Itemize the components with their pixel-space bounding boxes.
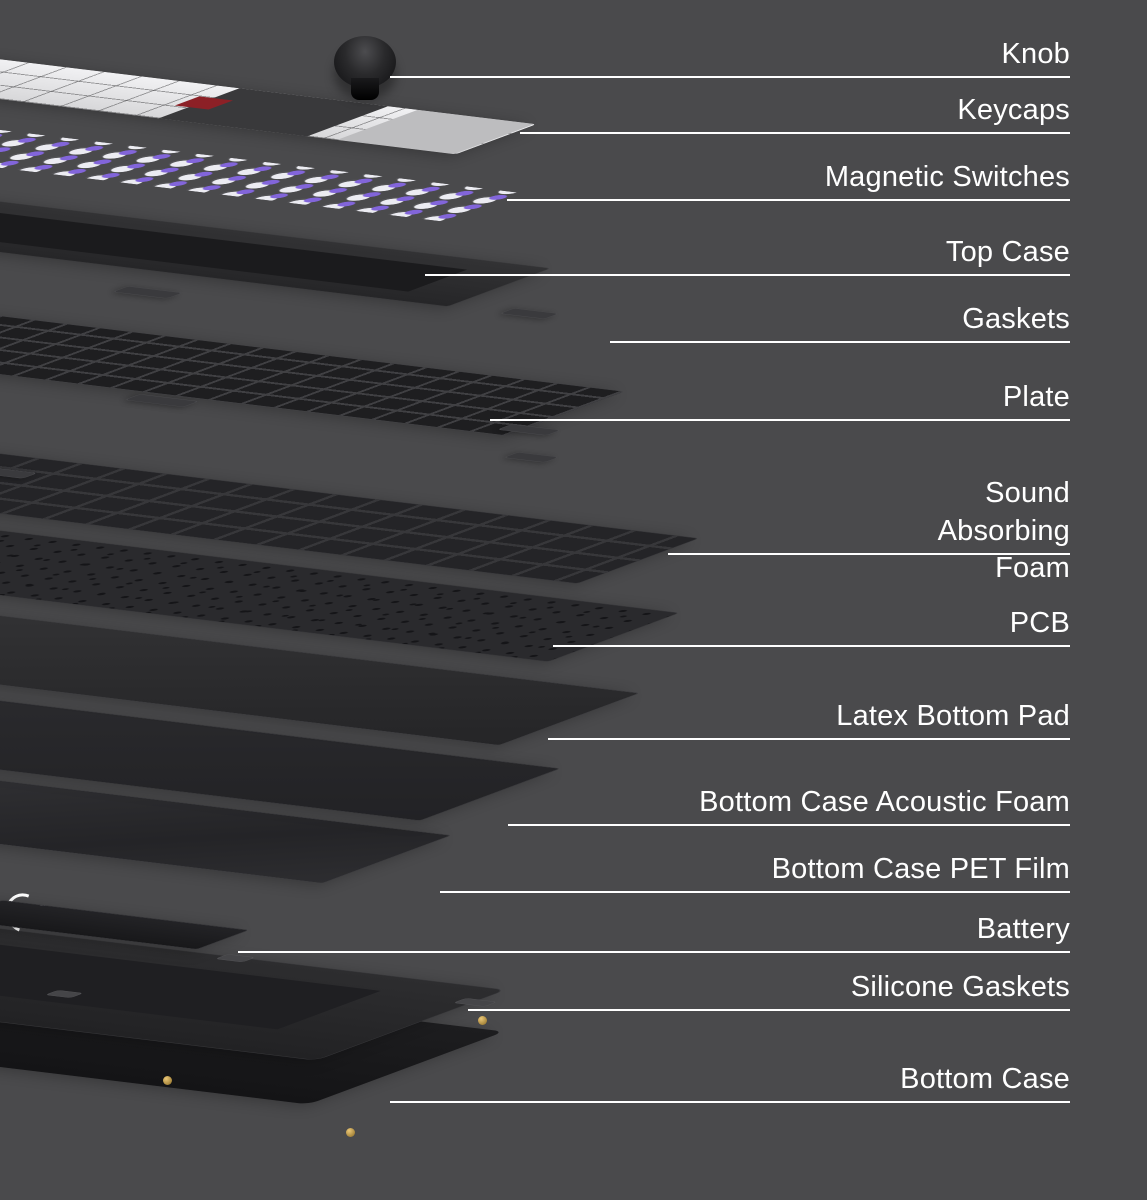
leader-line-battery <box>238 951 1070 954</box>
gasket-piece <box>502 452 560 463</box>
layer-label-magnetic-switches: Magnetic Switches <box>824 161 1070 193</box>
gasket-piece <box>112 286 184 299</box>
screw-icon <box>346 1128 355 1137</box>
layer-label-knob: Knob <box>1001 38 1070 70</box>
gasket-piece <box>498 308 560 320</box>
layer-label-top-case: Top Case <box>945 236 1070 268</box>
leader-line-magnetic-switches <box>507 199 1070 202</box>
layer-label-plate: Plate <box>1002 381 1070 413</box>
layer-label-gaskets: Gaskets <box>962 303 1070 335</box>
leader-line-sound-absorbing-foam <box>668 553 1070 556</box>
layer-label-pcb: PCB <box>1009 607 1070 639</box>
layer-label-silicone-gaskets: Silicone Gaskets <box>850 971 1070 1003</box>
plate-layer-graphic <box>0 312 626 436</box>
leader-line-bottom-case <box>390 1101 1070 1104</box>
leader-line-keycaps <box>520 132 1070 135</box>
layer-label-bottom-case-acoustic-foam: Bottom Case Acoustic Foam <box>699 786 1070 818</box>
layer-label-bottom-case-pet-film: Bottom Case PET Film <box>771 853 1070 885</box>
leader-line-bottom-case-pet-film <box>440 891 1070 894</box>
top-case-layer-graphic <box>0 196 551 307</box>
leader-line-silicone-gaskets <box>468 1009 1070 1012</box>
layer-label-keycaps: Keycaps <box>957 94 1070 126</box>
layer-label-bottom-case: Bottom Case <box>900 1063 1070 1095</box>
leader-line-gaskets <box>610 341 1070 344</box>
screw-icon <box>163 1076 172 1085</box>
knob-graphic <box>334 36 396 100</box>
layer-label-battery: Battery <box>976 913 1070 945</box>
leader-line-knob <box>390 76 1070 79</box>
leader-line-plate <box>490 419 1070 422</box>
leader-line-latex-bottom-pad <box>548 738 1070 741</box>
layer-label-latex-bottom-pad: Latex Bottom Pad <box>836 700 1070 732</box>
layer-label-sound-absorbing-foam: Sound Absorbing Foam <box>937 477 1070 585</box>
leader-line-top-case <box>425 274 1070 277</box>
leader-line-pcb <box>553 645 1070 648</box>
screw-icon <box>478 1016 487 1025</box>
leader-line-bottom-case-acoustic-foam <box>508 824 1070 827</box>
